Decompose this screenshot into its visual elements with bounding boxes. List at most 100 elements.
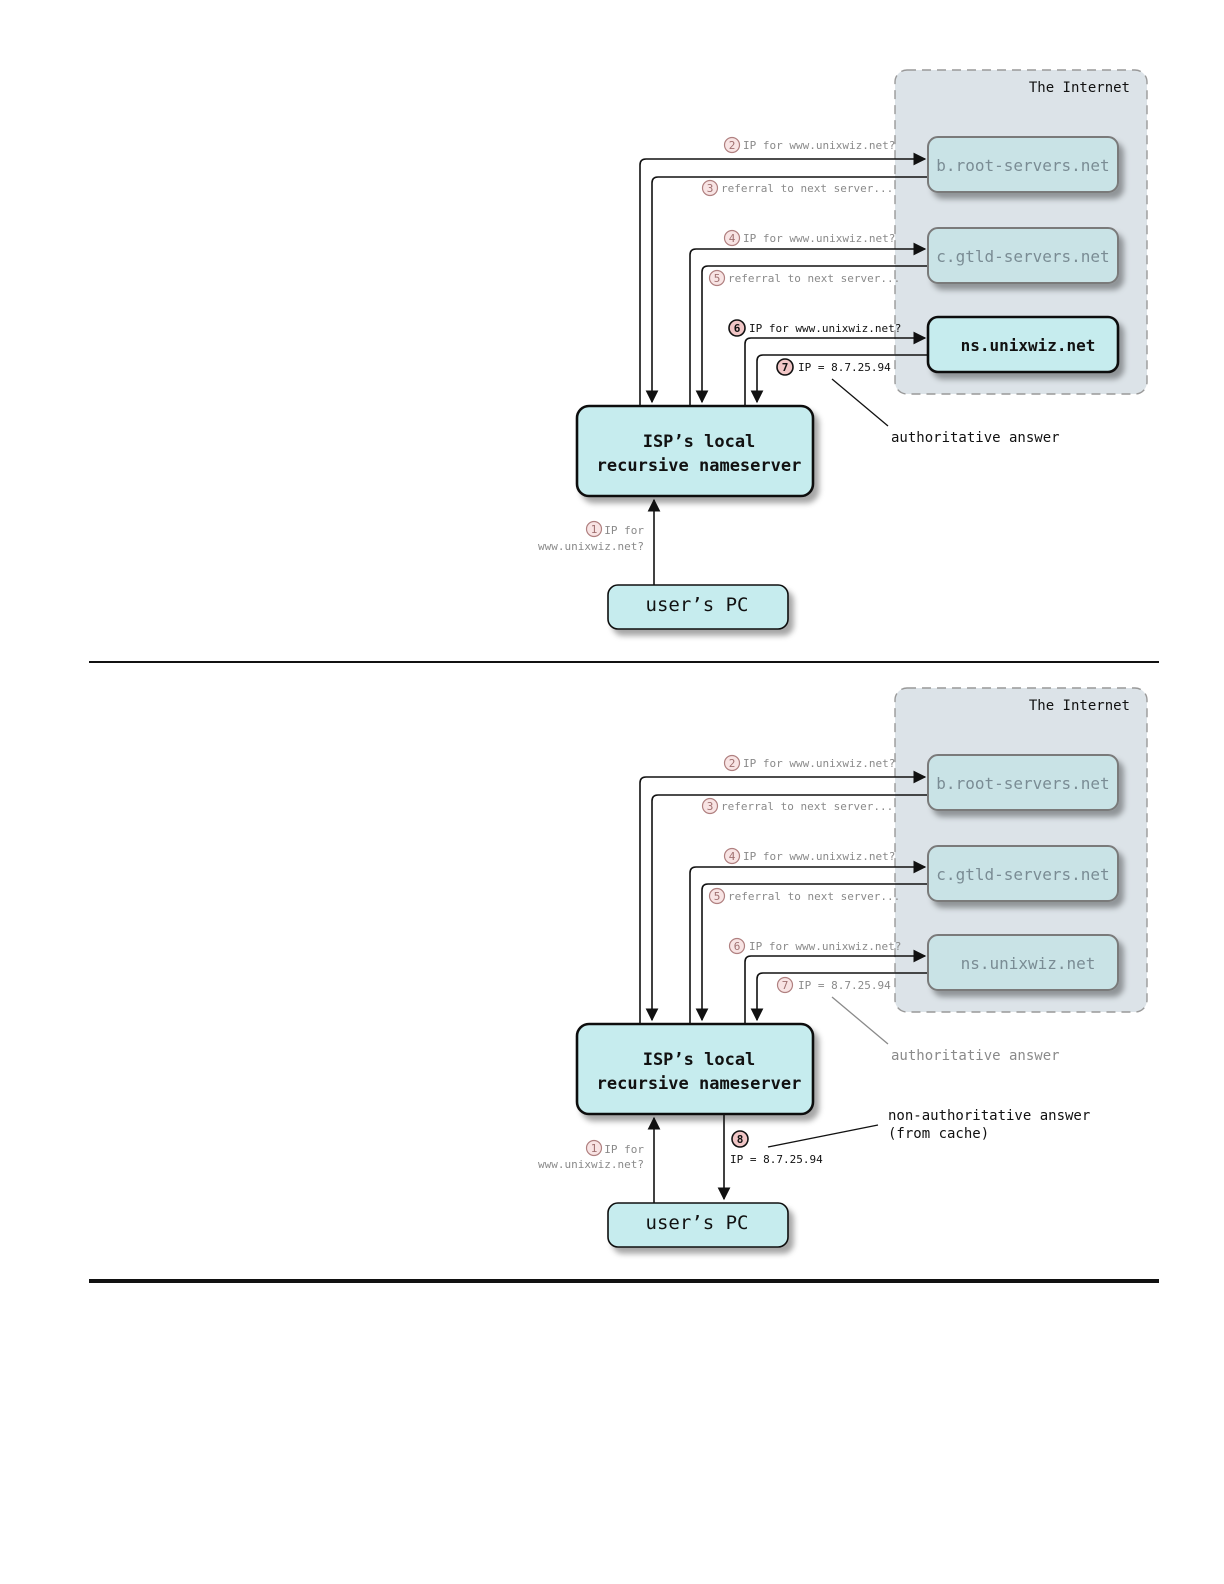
step-2-label: 2 IP for www.unixwiz.net? [723,136,895,154]
svg-text:IP = 8.7.25.94: IP = 8.7.25.94 [798,361,891,374]
step-2-badge [723,754,741,772]
svg-text:IP for www.unixwiz.net?: IP for www.unixwiz.net? [749,322,901,335]
arrow-step-2 [639,152,927,406]
svg-text:IP for www.unixwiz.net?: IP for www.unixwiz.net? [743,232,895,245]
user-pc-label: user’s PC [646,1212,749,1234]
arrow-step-2 [639,770,927,1024]
step-5-label: 5 referral to next server... [708,887,900,905]
step-4-badge [723,847,741,865]
svg-text:6: 6 [734,322,741,335]
svg-text:6: 6 [734,940,741,953]
svg-text:5: 5 [714,272,721,285]
step-6-badge [728,937,746,955]
non-authoritative-annotation-line1: non-authoritative answer [888,1108,1090,1124]
arrow-step-6 [744,949,927,1024]
step-7-badge [776,358,794,376]
svg-text:7: 7 [782,979,789,992]
step-6-badge [728,319,746,337]
step-8-label: 8 IP = 8.7.25.94 [730,1130,823,1166]
svg-text:IP for www.unixwiz.net?: IP for www.unixwiz.net? [743,757,895,770]
svg-text:4: 4 [729,850,736,863]
step-8-badge [731,1130,749,1148]
cloud-label: The Internet [1029,698,1130,714]
step-4-badge [723,229,741,247]
svg-text:2: 2 [729,757,736,770]
arrow-step-7 [750,354,927,404]
svg-text:3: 3 [707,182,714,195]
root-server-label: b.root-servers.net [936,156,1109,175]
authoritative-annotation: authoritative answer [891,430,1060,446]
root-server-label: b.root-servers.net [936,774,1109,793]
svg-text:www.unixwiz.net?: www.unixwiz.net? [538,1158,644,1171]
svg-text:IP for www.unixwiz.net?: IP for www.unixwiz.net? [743,139,895,152]
step-1-badge [585,520,603,538]
svg-text:referral to next server...: referral to next server... [721,800,893,813]
gtld-server-box [927,227,1119,284]
non-authoritative-annotation-line2: (from cache) [888,1126,989,1142]
authoritative-leader-line [831,378,889,427]
gtld-server-box [927,845,1119,902]
step-1-label: 1 IP for www.unixwiz.net? [538,1139,644,1171]
svg-text:IP = 8.7.25.94: IP = 8.7.25.94 [730,1153,823,1166]
cloud-label: The Internet [1029,80,1130,96]
gtld-server-label: c.gtld-servers.net [936,247,1109,266]
step-4-label: 4 IP for www.unixwiz.net? [723,229,895,247]
svg-text:5: 5 [714,890,721,903]
svg-text:IP for www.unixwiz.net?: IP for www.unixwiz.net? [743,850,895,863]
svg-text:3: 3 [707,800,714,813]
svg-text:IP for: IP for [604,524,644,537]
resolver-box [575,404,815,498]
step-7-label: 7 IP = 8.7.25.94 [776,976,891,994]
authoritative-annotation: authoritative answer [891,1048,1060,1064]
svg-text:2: 2 [729,139,736,152]
svg-text:IP for www.unixwiz.net?: IP for www.unixwiz.net? [749,940,901,953]
arrow-step-4 [689,242,927,406]
step-3-label: 3 referral to next server... [701,179,893,197]
step-6-label: 6 IP for www.unixwiz.net? [728,319,901,337]
user-pc-box [607,1202,789,1248]
ns-server-box [927,934,1119,991]
user-pc-label: user’s PC [646,594,749,616]
root-server-box [927,136,1119,193]
step-2-label: 2 IP for www.unixwiz.net? [723,754,895,772]
svg-text:IP for: IP for [604,1143,644,1156]
resolver-box [575,1022,815,1116]
arrow-step-4 [689,860,927,1024]
resolver-label-line2: recursive nameserver [597,456,802,476]
svg-text:www.unixwiz.net?: www.unixwiz.net? [538,540,644,553]
diagram-2: The Internet b.root-servers.net c.gtld-s… [538,687,1148,1248]
resolver-label-line2: recursive nameserver [597,1074,802,1094]
step-7-label: 7 IP = 8.7.25.94 [776,358,891,376]
diagram-1: The Internet b.root-servers.net c.gtld-s… [538,69,1148,630]
svg-text:1: 1 [591,523,598,536]
svg-text:7: 7 [782,361,789,374]
step-1-badge [585,1139,603,1157]
svg-text:IP = 8.7.25.94: IP = 8.7.25.94 [798,979,891,992]
root-server-box [927,754,1119,811]
arrow-step-6 [744,331,927,406]
step-6-label: 6 IP for www.unixwiz.net? [728,937,901,955]
gtld-server-label: c.gtld-servers.net [936,865,1109,884]
ns-server-label: ns.unixwiz.net [961,954,1096,973]
svg-text:4: 4 [729,232,736,245]
arrow-step-3 [645,794,927,1022]
step-3-badge [701,179,719,197]
arrow-step-3 [645,176,927,404]
svg-text:referral to next server...: referral to next server... [721,182,893,195]
step-4-label: 4 IP for www.unixwiz.net? [723,847,895,865]
authoritative-leader-line [831,996,889,1045]
step-5-badge [708,887,726,905]
non-authoritative-leader-line [767,1124,879,1148]
step-1-label: 1 IP for www.unixwiz.net? [538,520,644,553]
step-7-badge [776,976,794,994]
svg-text:1: 1 [591,1142,598,1155]
resolver-label-line1: ISP’s local [643,432,756,452]
step-3-label: 3 referral to next server... [701,797,893,815]
svg-text:referral to next server...: referral to next server... [728,890,900,903]
user-pc-box [607,584,789,630]
ns-server-label: ns.unixwiz.net [961,336,1096,355]
arrow-step-7 [750,972,927,1022]
step-3-badge [701,797,719,815]
svg-text:referral to next server...: referral to next server... [728,272,900,285]
